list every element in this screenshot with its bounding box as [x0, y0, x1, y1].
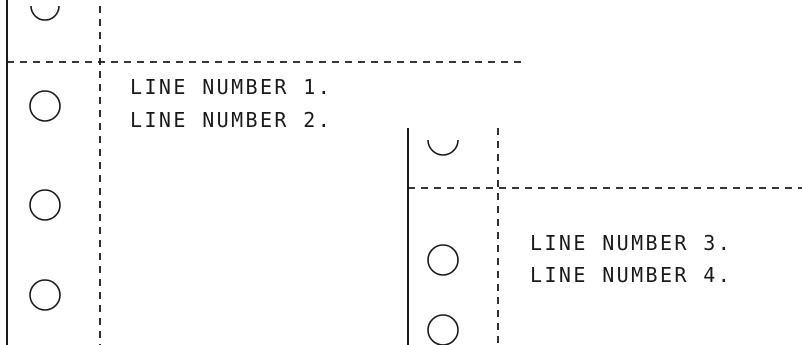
sprocket-hole-icon [428, 315, 458, 345]
printed-line-2: LINE NUMBER 2. [130, 108, 332, 132]
sprocket-hole-icon [428, 140, 458, 155]
sprocket-hole-icon [30, 280, 60, 310]
printed-line-3: LINE NUMBER 3. [530, 231, 732, 255]
sprocket-hole-icon [30, 91, 60, 121]
sprocket-hole-icon [30, 190, 60, 220]
sheet-1: LINE NUMBER 1. LINE NUMBER 2. [7, 0, 527, 345]
sprocket-hole-icon [31, 6, 59, 20]
sheet-2: LINE NUMBER 3. LINE NUMBER 4. [408, 128, 802, 345]
sprocket-hole-icon [428, 245, 458, 275]
printed-line-4: LINE NUMBER 4. [530, 263, 732, 287]
printed-line-1: LINE NUMBER 1. [130, 75, 332, 99]
